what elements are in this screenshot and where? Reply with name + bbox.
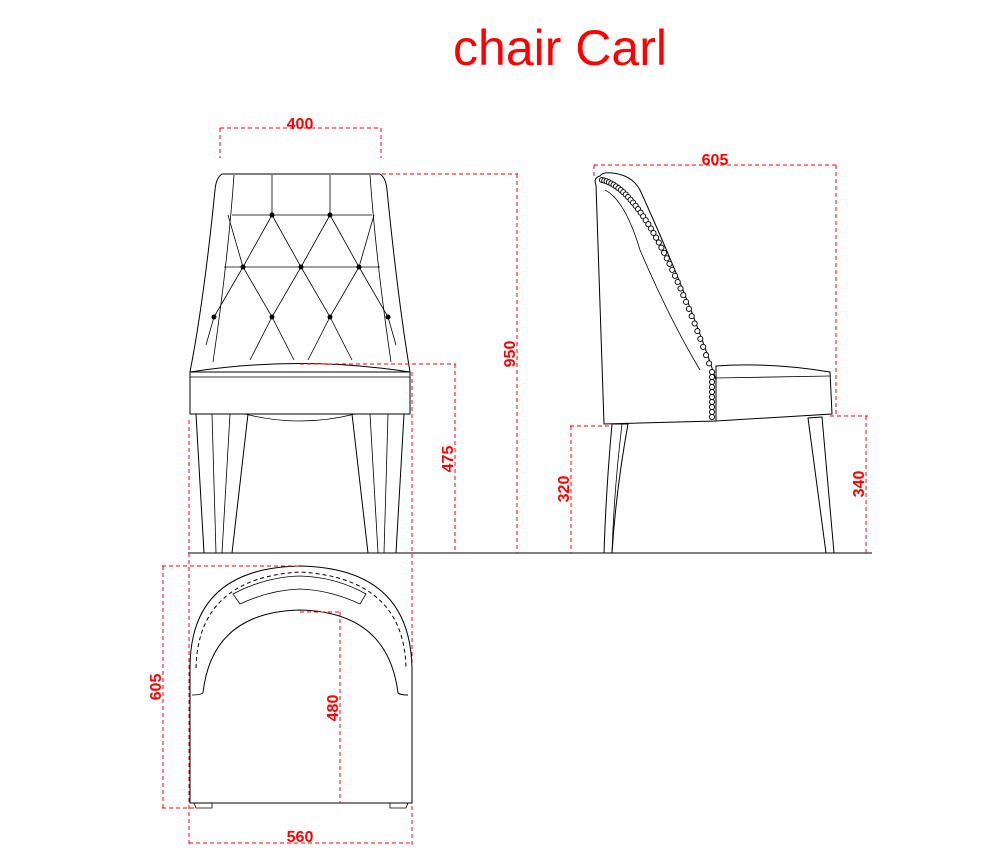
nailhead (708, 403, 716, 411)
nailhead (708, 398, 716, 406)
nailhead (653, 234, 660, 241)
front-seat-apron (244, 413, 356, 422)
dim-label-back-width: 400 (287, 116, 314, 133)
front-seat-cushion (189, 363, 411, 415)
drawing-title: chair Carl (453, 20, 667, 76)
top-foot-right (389, 802, 409, 809)
front-leg-right-outer (351, 413, 405, 554)
side-seat-line (715, 375, 831, 379)
front-leg-right-inner (369, 413, 389, 554)
nailhead (645, 221, 652, 228)
nailhead (703, 352, 710, 359)
nailhead (680, 292, 687, 299)
nailhead (697, 335, 704, 342)
nailhead (669, 266, 676, 273)
dim-label-total-height: 950 (502, 341, 519, 368)
nailhead (685, 305, 692, 312)
dim-label-side-rear-height: 320 (556, 476, 573, 503)
top-dimensions: 605 480 560 (148, 565, 412, 846)
nailhead (708, 413, 716, 421)
nailhead (688, 313, 695, 320)
dim-label-seat-height: 475 (440, 446, 457, 473)
nailhead (666, 260, 673, 267)
front-backrest-outline (189, 173, 411, 373)
nailhead (655, 239, 662, 246)
nailhead (708, 368, 716, 376)
top-view (189, 565, 413, 809)
top-inner-arc-left-cap (191, 692, 204, 696)
front-backrest-piping-left (212, 174, 235, 363)
tuft-button (298, 264, 304, 270)
nailhead (650, 229, 657, 237)
dim-label-side-front-height: 340 (851, 471, 868, 498)
tuft-button (240, 264, 246, 270)
side-seat-cushion (715, 364, 833, 422)
dim-label-top-inner-depth: 480 (325, 695, 342, 722)
nailhead (708, 408, 716, 416)
side-dimensions: 605 320 340 (556, 152, 868, 553)
side-rear-leg (603, 423, 629, 554)
nailhead (706, 360, 713, 367)
nailhead (708, 393, 716, 401)
dim-label-top-width: 560 (287, 829, 314, 846)
dim-label-side-depth: 605 (702, 152, 729, 169)
nailhead (700, 343, 707, 350)
top-piping-line (195, 571, 407, 669)
nailhead (708, 378, 716, 386)
front-dimensions: 400 950 475 (188, 116, 519, 845)
top-back-pad (232, 575, 367, 605)
top-foot-left (193, 802, 213, 809)
front-leg-left-outer (195, 413, 249, 554)
nailhead (691, 320, 698, 327)
nailhead (647, 225, 654, 232)
tuft-button (269, 212, 275, 218)
nailhead (708, 383, 716, 391)
nailhead (708, 388, 716, 396)
nailhead (708, 373, 716, 381)
front-leg-left-inner (211, 413, 231, 554)
nailhead (674, 278, 681, 286)
top-outer-outline (189, 565, 413, 804)
tuft-button (211, 314, 217, 320)
front-backrest-piping-right (369, 174, 392, 363)
tuft-button (269, 314, 275, 320)
nailhead (683, 298, 690, 305)
nailhead (658, 244, 665, 251)
top-inner-arc (202, 609, 409, 696)
dim-label-top-depth: 605 (148, 674, 165, 701)
tuft-button (356, 264, 362, 270)
side-view (594, 172, 835, 554)
side-back-inner-curve (604, 189, 701, 371)
nailhead (663, 255, 670, 262)
nailhead (671, 272, 679, 279)
nailhead (661, 249, 668, 256)
front-diamond-tufting (205, 214, 397, 361)
tuft-button (327, 212, 333, 218)
tuft-button (385, 314, 391, 320)
side-front-leg (807, 416, 835, 554)
side-nailhead-trim (598, 176, 716, 421)
nailhead (677, 285, 684, 292)
side-frame-outline (594, 172, 717, 425)
nailhead (694, 328, 701, 335)
tuft-button (327, 314, 333, 320)
side-rear-leg-inner (611, 423, 623, 554)
